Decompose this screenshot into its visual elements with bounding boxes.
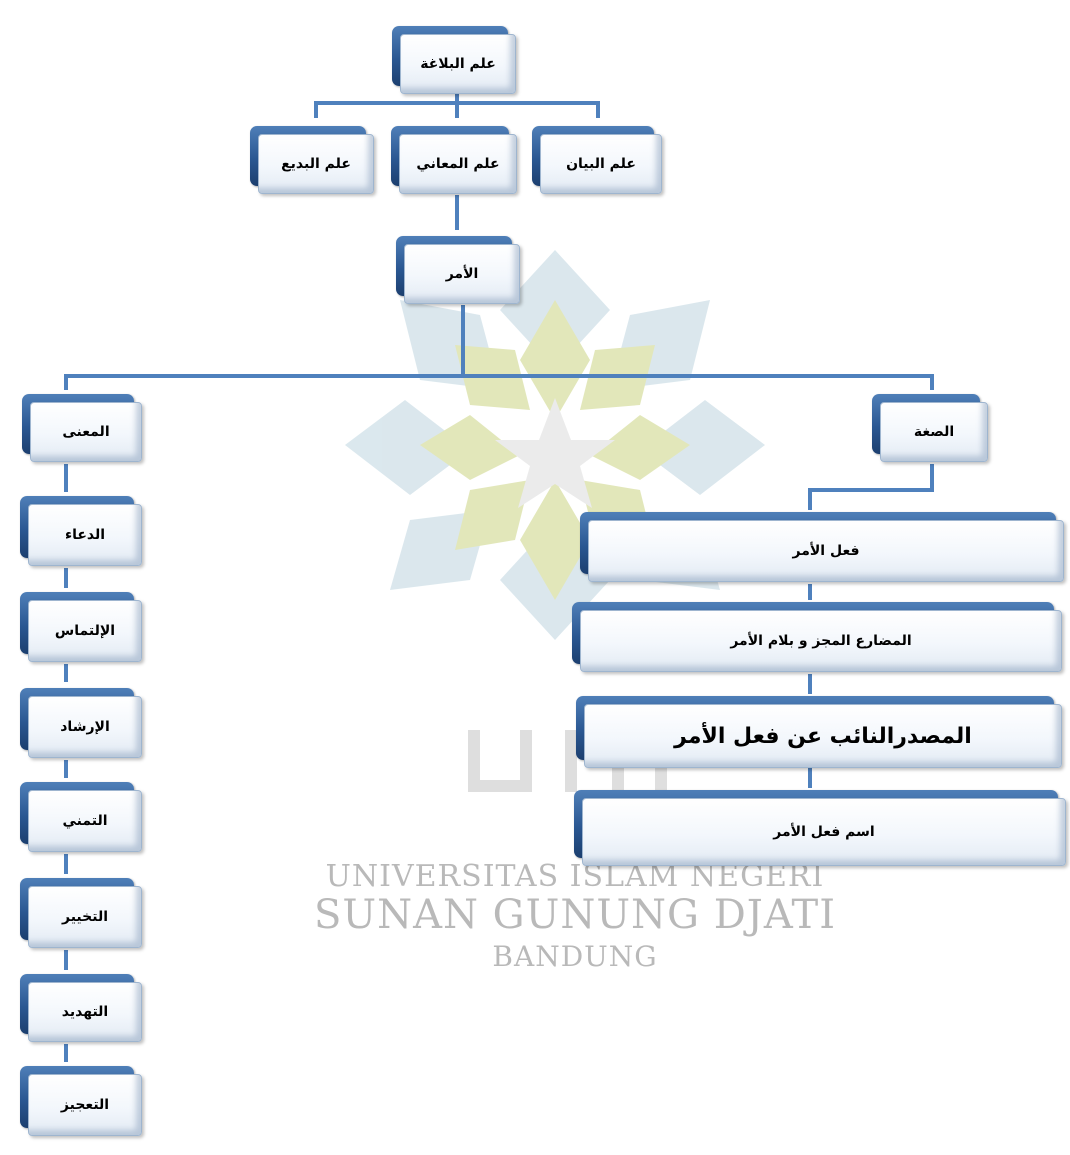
mana-item-tajiz-label: التعجيز [28,1074,142,1136]
mana-item-duaa: الدعاء [20,496,142,566]
mana-item-tajiz: التعجيز [20,1066,142,1136]
node-ilm-al-badi-label: علم البديع [258,134,374,194]
node-al-sigha: الصغة [872,394,988,462]
sigha-item-masdar: المصدرالنائب عن فعل الأمر [576,696,1062,768]
node-ilm-al-maani-label: علم المعاني [399,134,517,194]
watermark-line-3: BANDUNG [492,940,657,973]
sigha-item-masdar-label: المصدرالنائب عن فعل الأمر [584,704,1062,768]
mana-item-iltimas-label: الإلتماس [28,600,142,662]
node-al-sigha-label: الصغة [880,402,988,462]
node-al-amr: الأمر [396,236,520,304]
mana-item-takhyir: التخيير [20,878,142,948]
sigha-item-ism-fil-al-amr: اسم فعل الأمر [574,790,1066,866]
node-al-mana-label: المعنى [30,402,142,462]
node-ilm-al-balagha-label: علم البلاغة [400,34,516,94]
mana-item-irshad-label: الإرشاد [28,696,142,758]
sigha-item-mudari-label: المضارع المجز و بلام الأمر [580,610,1062,672]
node-ilm-al-maani: علم المعاني [391,126,517,194]
connector-root-to-branches [314,92,600,118]
node-ilm-al-balagha: علم البلاغة [392,26,516,94]
sigha-item-ism-fil-al-amr-label: اسم فعل الأمر [582,798,1066,866]
node-ilm-al-bayan-label: علم البيان [540,134,662,194]
mana-item-tahdid-label: التهديد [28,982,142,1042]
mana-item-tahdid: التهديد [20,974,142,1042]
node-al-mana: المعنى [22,394,142,462]
mana-item-iltimas: الإلتماس [20,592,142,662]
mana-item-tamanni: التمني [20,782,142,852]
mana-item-duaa-label: الدعاء [28,504,142,566]
mana-item-tamanni-label: التمني [28,790,142,852]
sigha-item-fil-al-amr-label: فعل الأمر [588,520,1064,582]
connector-sigha-to-items [808,464,934,788]
mana-item-takhyir-label: التخيير [28,886,142,948]
node-ilm-al-bayan: علم البيان [532,126,662,194]
node-ilm-al-badi: علم البديع [250,126,374,194]
node-al-amr-label: الأمر [404,244,520,304]
connector-amr-to-split [64,305,934,390]
watermark-line-2: SUNAN GUNUNG DJATI [314,892,836,938]
sigha-item-mudari: المضارع المجز و بلام الأمر [572,602,1062,672]
mana-item-irshad: الإرشاد [20,688,142,758]
sigha-item-fil-al-amr: فعل الأمر [580,512,1064,582]
